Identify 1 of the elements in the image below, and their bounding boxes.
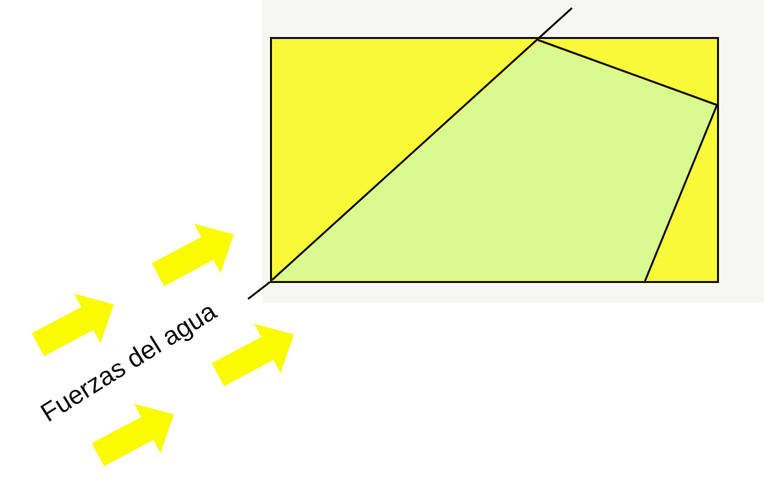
leader-line [247,281,271,300]
